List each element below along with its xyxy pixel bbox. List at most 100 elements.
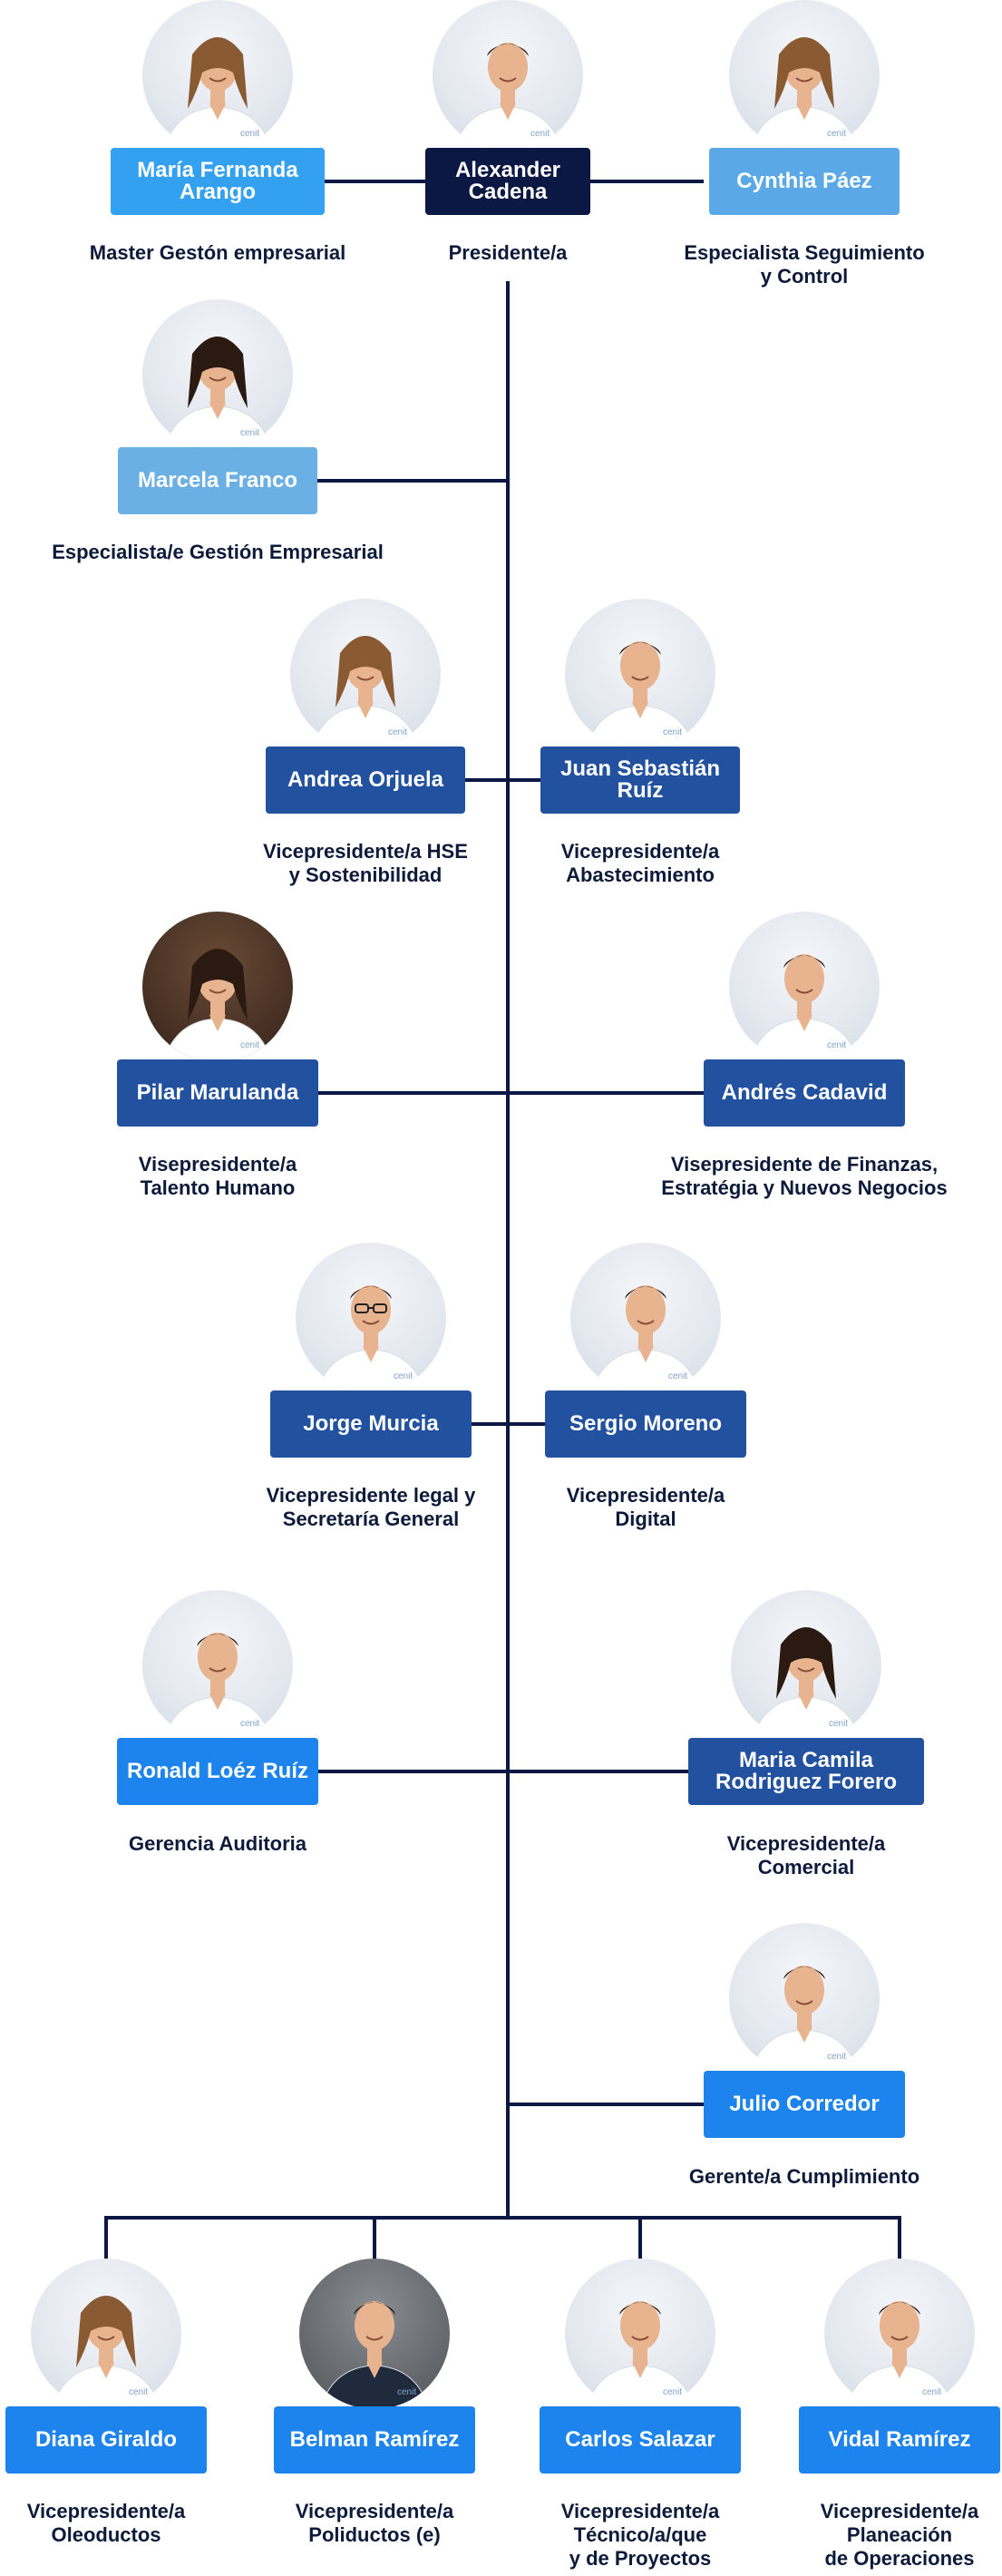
svg-text:cenit: cenit (668, 1371, 687, 1381)
p2-name-box[interactable]: Alexander Cadena (425, 148, 590, 215)
p17-name-box[interactable]: Vidal Ramírez (799, 2406, 1000, 2474)
p13-role: Gerente/a Cumplimiento (688, 2165, 920, 2188)
p4-name: Marcela Franco (137, 468, 298, 493)
p8-role: Visepresidente de Finanzas, Estratégia y… (661, 1153, 948, 1199)
p12-photo: cenit (731, 1590, 881, 1741)
p9-name: Jorge Murcia (303, 1411, 439, 1436)
p11-role: Gerencia Auditoria (128, 1832, 306, 1855)
p14-name-box[interactable]: Diana Giraldo (5, 2406, 207, 2474)
p3-name: Cynthia Páez (736, 169, 872, 193)
man-smiling-icon: cenit (585, 641, 696, 749)
svg-text:cenit: cenit (663, 2387, 682, 2397)
p5-name-box[interactable]: Andrea Orjuela (266, 746, 465, 814)
svg-text:cenit: cenit (829, 1719, 848, 1729)
p6-name: Juan Sebastián Ruíz (559, 756, 721, 803)
man-smiling-icon: cenit (749, 1966, 860, 2073)
p2-role: Presidente/a (448, 241, 568, 264)
p11-name: Ronald Loéz Ruíz (127, 1759, 308, 1783)
svg-text:cenit: cenit (240, 1040, 259, 1050)
p6-name-box[interactable]: Juan Sebastián Ruíz (540, 746, 740, 814)
p10-name-box[interactable]: Sergio Moreno (545, 1390, 746, 1458)
p4-role: Especialista/e Gestión Empresarial (52, 541, 384, 563)
man-smiling-icon: cenit (749, 954, 860, 1062)
p5-photo: cenit (290, 599, 441, 749)
svg-text:cenit: cenit (397, 2387, 416, 2397)
p9-role: Vicepresidente legal y Secretaría Genera… (266, 1484, 476, 1530)
p5-name: Andrea Orjuela (287, 767, 444, 792)
p15-role: Vicepresidente/a Poliductos (e) (295, 2500, 454, 2546)
p15-name: Belman Ramírez (289, 2427, 460, 2452)
p4-photo: cenit (142, 299, 293, 450)
p10-photo: cenit (570, 1243, 721, 1393)
svg-text:cenit: cenit (129, 2387, 148, 2397)
svg-text:cenit: cenit (827, 129, 846, 139)
svg-text:cenit: cenit (663, 727, 682, 737)
p3-role: Especialista Seguimiento y Control (684, 241, 925, 288)
p13-name: Julio Corredor (729, 2092, 880, 2116)
p13-photo: cenit (729, 1923, 880, 2073)
p7-role: Visepresidente/a Talento Humano (138, 1153, 297, 1199)
p8-photo: cenit (729, 912, 880, 1062)
man-smiling-icon: cenit (452, 43, 563, 151)
p1-name: María Fernanda Arango (137, 158, 298, 204)
man-dark-shirt-icon: cenit (319, 2301, 430, 2409)
woman-dark-hair-icon: cenit (162, 337, 273, 450)
p17-role: Vicepresidente/a Planeación de Operacion… (820, 2500, 979, 2570)
p7-photo: cenit (142, 912, 293, 1062)
p2-name: Alexander Cadena (454, 158, 561, 204)
svg-text:cenit: cenit (922, 2387, 941, 2397)
woman-dark-hair-icon: cenit (751, 1627, 861, 1741)
p14-name: Diana Giraldo (34, 2427, 178, 2452)
p7-name: Pilar Marulanda (136, 1080, 299, 1105)
p9-photo: cenit (296, 1243, 446, 1393)
p1-photo: cenit (142, 0, 293, 151)
p3-photo: cenit (729, 0, 880, 151)
svg-text:cenit: cenit (827, 2052, 846, 2062)
p17-photo: cenit (824, 2259, 975, 2409)
p6-photo: cenit (565, 599, 715, 749)
man-smiling-icon: cenit (162, 1633, 273, 1741)
p8-name: Andrés Cadavid (721, 1080, 888, 1105)
p14-role: Vicepresidente/a Oleoductos (26, 2500, 186, 2546)
p16-photo: cenit (565, 2259, 715, 2409)
p16-name: Carlos Salazar (565, 2427, 715, 2452)
p11-photo: cenit (142, 1590, 293, 1741)
p16-role: Vicepresidente/a Técnico/a/que y de Proy… (560, 2500, 720, 2570)
p11-name-box[interactable]: Ronald Loéz Ruíz (117, 1738, 318, 1805)
p17-name: Vidal Ramírez (828, 2427, 971, 2452)
p12-name-box[interactable]: Maria Camila Rodriguez Forero (688, 1738, 924, 1805)
svg-text:cenit: cenit (394, 1371, 413, 1381)
p9-name-box[interactable]: Jorge Murcia (270, 1390, 472, 1458)
p14-photo: cenit (31, 2259, 181, 2409)
p3-name-box[interactable]: Cynthia Páez (709, 148, 900, 215)
p16-name-box[interactable]: Carlos Salazar (540, 2406, 741, 2474)
man-glasses-icon: cenit (316, 1285, 426, 1393)
woman-light-icon: cenit (51, 2296, 161, 2409)
woman-light-icon: cenit (162, 37, 273, 151)
svg-text:cenit: cenit (827, 1040, 846, 1050)
p15-name-box[interactable]: Belman Ramírez (274, 2406, 475, 2474)
man-smiling-icon: cenit (590, 1285, 701, 1393)
woman-light-icon: cenit (310, 636, 421, 749)
p13-name-box[interactable]: Julio Corredor (704, 2071, 905, 2138)
svg-text:cenit: cenit (240, 428, 259, 438)
p5-role: Vicepresidente/a HSE y Sostenibilidad (263, 840, 468, 886)
p8-name-box[interactable]: Andrés Cadavid (704, 1059, 905, 1127)
woman-dark-bg-icon: cenit (162, 949, 273, 1062)
p7-name-box[interactable]: Pilar Marulanda (117, 1059, 318, 1127)
p10-name: Sergio Moreno (569, 1411, 722, 1436)
p10-role: Vicepresidente/a Digital (566, 1484, 725, 1530)
svg-text:cenit: cenit (530, 129, 550, 139)
p1-name-box[interactable]: María Fernanda Arango (111, 148, 325, 215)
p2-photo: cenit (433, 0, 583, 151)
svg-text:cenit: cenit (240, 129, 259, 139)
p1-role: Master Gestón empresarial (89, 241, 346, 264)
woman-light-icon: cenit (749, 37, 860, 151)
p4-name-box[interactable]: Marcela Franco (118, 447, 317, 514)
svg-text:cenit: cenit (388, 727, 407, 737)
p12-role: Vicepresidente/a Comercial (726, 1832, 886, 1878)
p15-photo: cenit (299, 2259, 450, 2409)
svg-text:cenit: cenit (240, 1719, 259, 1729)
man-smiling-icon: cenit (585, 2301, 696, 2409)
p6-role: Vicepresidente/a Abastecimiento (560, 840, 720, 886)
